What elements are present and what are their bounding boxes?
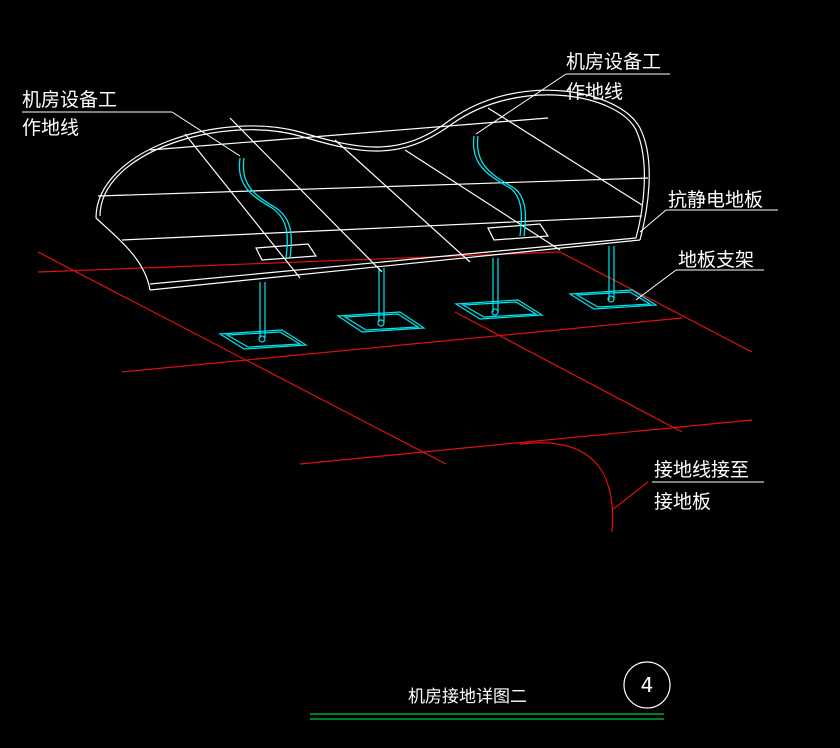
grid-line (559, 251, 753, 353)
label-equipment-ground-right-line1: 机房设备工 (566, 51, 661, 73)
equipment-ground-wires (238, 135, 527, 259)
equipment-ground-wire (472, 135, 523, 237)
floor-support-pedestal (454, 258, 544, 320)
equipment-ground-wire (238, 157, 288, 259)
label-equipment-ground-right-line2: 作地线 (566, 81, 623, 103)
grid-line (299, 419, 753, 465)
leader-lines (22, 73, 778, 483)
drawing-title: 机房接地详图二 (408, 687, 527, 707)
label-ground-wire-line1: 接地线接至 (654, 459, 749, 481)
antistatic-floor (95, 89, 650, 291)
label-equipment-ground-left-line2: 作地线 (22, 117, 79, 139)
label-equipment-ground-left-line1: 机房设备工 (22, 89, 117, 111)
title-block: 机房接地详图二 4 (310, 661, 671, 720)
ground-wire-leader (611, 481, 649, 511)
ground-grid (37, 251, 753, 533)
floor-support-pedestal (336, 268, 426, 333)
ground-wire-curve (519, 442, 614, 533)
annotation-labels: 机房设备工 作地线 机房设备工 作地线 抗静电地板 地板支架 接地线接至 接地板 (22, 51, 763, 513)
detail-number-circle (623, 661, 671, 709)
floor-support-pedestal (568, 246, 658, 310)
grid-line (37, 251, 561, 273)
equipment-ground-wire (476, 135, 527, 237)
label-ground-wire-line2: 接地板 (654, 491, 711, 513)
label-antistatic-floor: 抗静电地板 (668, 189, 763, 211)
label-floor-support: 地板支架 (678, 249, 754, 271)
grid-line (454, 311, 683, 433)
detail-number: 4 (641, 673, 654, 697)
grid-line (121, 317, 683, 373)
grid-line (37, 251, 447, 465)
equipment-ground-wire (242, 157, 292, 259)
floor-support-pedestal (218, 282, 308, 350)
floor-supports (218, 246, 658, 350)
